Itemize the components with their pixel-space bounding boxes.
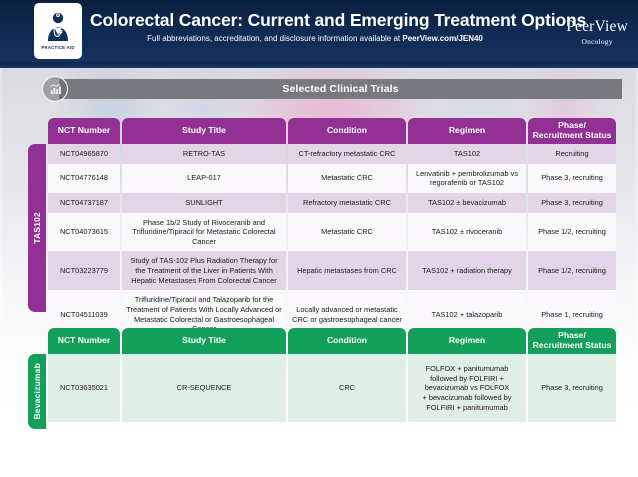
- section-tab-bevacizumab: Bevacizumab: [28, 354, 46, 429]
- phase-header-line2: Recruitment Status: [532, 130, 612, 140]
- table-row: NCT03223779 Study of TAS-102 Plus Radiat…: [48, 251, 616, 291]
- table-row: NCT03635021 CR-SEQUENCE CRC FOLFOX + pan…: [48, 354, 616, 423]
- cell-regimen: TAS102 + radiation therapy: [408, 251, 526, 291]
- peerview-logo: PeerView Oncology: [566, 19, 628, 45]
- section-banner-bar: Selected Clinical Trials: [59, 79, 622, 99]
- cell-study-title: Study of TAS-102 Plus Radiation Therapy …: [122, 251, 286, 291]
- cell-phase: Phase 1/2, recruiting: [528, 212, 616, 252]
- practice-aid-label: PRACTICE AID: [41, 45, 75, 51]
- page-subtitle: Full abbreviations, accreditation, and d…: [90, 34, 540, 44]
- column-header-nct: NCT Number: [48, 118, 120, 144]
- column-header-regimen: Regimen: [408, 118, 526, 144]
- column-header-study-title: Study Title: [122, 118, 286, 144]
- phase-header-line2: Recruitment Status: [532, 340, 612, 350]
- cell-nct: NCT04737187: [48, 192, 120, 213]
- peerview-name: PeerView: [566, 18, 628, 35]
- clinical-trials-table-bevacizumab: NCT Number Study Title Condition Regimen…: [46, 328, 618, 423]
- bar-chart-icon: [42, 76, 68, 102]
- cell-condition: CRC: [288, 354, 406, 423]
- doctor-icon: [48, 13, 68, 42]
- cell-nct: NCT04776148: [48, 163, 120, 193]
- cell-regimen: TAS102 ± bevacizumab: [408, 192, 526, 213]
- bar-chart-glyph: [49, 83, 61, 94]
- cell-regimen: Lenvatinib + pembrolizumab vs regorafeni…: [408, 163, 526, 193]
- table-row: NCT04737187 SUNLIGHT Refractory metastat…: [48, 192, 616, 213]
- subtitle-link[interactable]: PeerView.com/JEN40: [402, 34, 483, 44]
- table-row: NCT04776148 LEAP-017 Metastatic CRC Lenv…: [48, 163, 616, 193]
- cell-regimen: TAS102 ± rivoceranib: [408, 212, 526, 252]
- cell-study-title: SUNLIGHT: [122, 192, 286, 213]
- section-tab-label-bevacizumab: Bevacizumab: [32, 363, 42, 420]
- cell-condition: Metastatic CRC: [288, 212, 406, 252]
- subtitle-text: Full abbreviations, accreditation, and d…: [147, 34, 403, 44]
- cell-condition: Metastatic CRC: [288, 163, 406, 193]
- section-banner-title: Selected Clinical Trials: [282, 83, 399, 95]
- cell-nct: NCT03635021: [48, 354, 120, 423]
- column-header-regimen: Regimen: [408, 328, 526, 354]
- column-header-nct: NCT Number: [48, 328, 120, 354]
- cell-nct: NCT03223779: [48, 251, 120, 291]
- phase-header-line1: Phase/: [558, 330, 586, 341]
- cell-study-title: CR-SEQUENCE: [122, 354, 286, 423]
- column-header-condition: Condition: [288, 118, 406, 144]
- title-block: Colorectal Cancer: Current and Emerging …: [90, 10, 587, 44]
- table-row: NCT04073615 Phase 1b/2 Study of Rivocera…: [48, 212, 616, 252]
- cell-phase: Phase 3, recruiting: [528, 354, 616, 423]
- practice-aid-badge: PRACTICE AID: [34, 3, 82, 59]
- table-header-row: NCT Number Study Title Condition Regimen…: [48, 328, 616, 354]
- cell-condition: CT-refractory metastatic CRC: [288, 144, 406, 164]
- cell-nct: NCT04965870: [48, 144, 120, 164]
- column-header-phase: Phase/ Recruitment Status: [528, 118, 616, 144]
- cell-phase: Phase 3, recruiting: [528, 192, 616, 213]
- cell-phase: Phase 3, recruiting: [528, 163, 616, 193]
- page-header: PRACTICE AID Colorectal Cancer: Current …: [0, 0, 638, 62]
- peerview-specialty: Oncology: [581, 36, 613, 46]
- cell-phase: Recruiting: [528, 144, 616, 164]
- cell-phase: Phase 1/2, recruiting: [528, 251, 616, 291]
- column-header-phase: Phase/ Recruitment Status: [528, 328, 616, 354]
- page-title: Colorectal Cancer: Current and Emerging …: [90, 10, 587, 30]
- cell-regimen: TAS102: [408, 144, 526, 164]
- column-header-condition: Condition: [288, 328, 406, 354]
- column-header-study-title: Study Title: [122, 328, 286, 354]
- cell-nct: NCT04073615: [48, 212, 120, 252]
- cell-study-title: Phase 1b/2 Study of Rivoceranib and Trif…: [122, 212, 286, 252]
- section-banner: Selected Clinical Trials: [42, 76, 622, 102]
- table-header-row: NCT Number Study Title Condition Regimen…: [48, 118, 616, 144]
- phase-header-line1: Phase/: [558, 120, 586, 131]
- cell-condition: Hepatic metastases from CRC: [288, 251, 406, 291]
- clinical-trials-table-tas102: NCT Number Study Title Condition Regimen…: [46, 118, 618, 339]
- cell-study-title: LEAP-017: [122, 163, 286, 193]
- header-stripe: [0, 62, 638, 68]
- cell-condition: Refractory metastatic CRC: [288, 192, 406, 213]
- cell-regimen: FOLFOX + panitumumab followed by FOLFIRI…: [408, 354, 526, 423]
- cell-study-title: RETRO-TAS: [122, 144, 286, 164]
- section-tab-label-tas102: TAS102: [32, 212, 42, 244]
- table-row: NCT04965870 RETRO-TAS CT-refractory meta…: [48, 144, 616, 164]
- section-tab-tas102: TAS102: [28, 144, 46, 312]
